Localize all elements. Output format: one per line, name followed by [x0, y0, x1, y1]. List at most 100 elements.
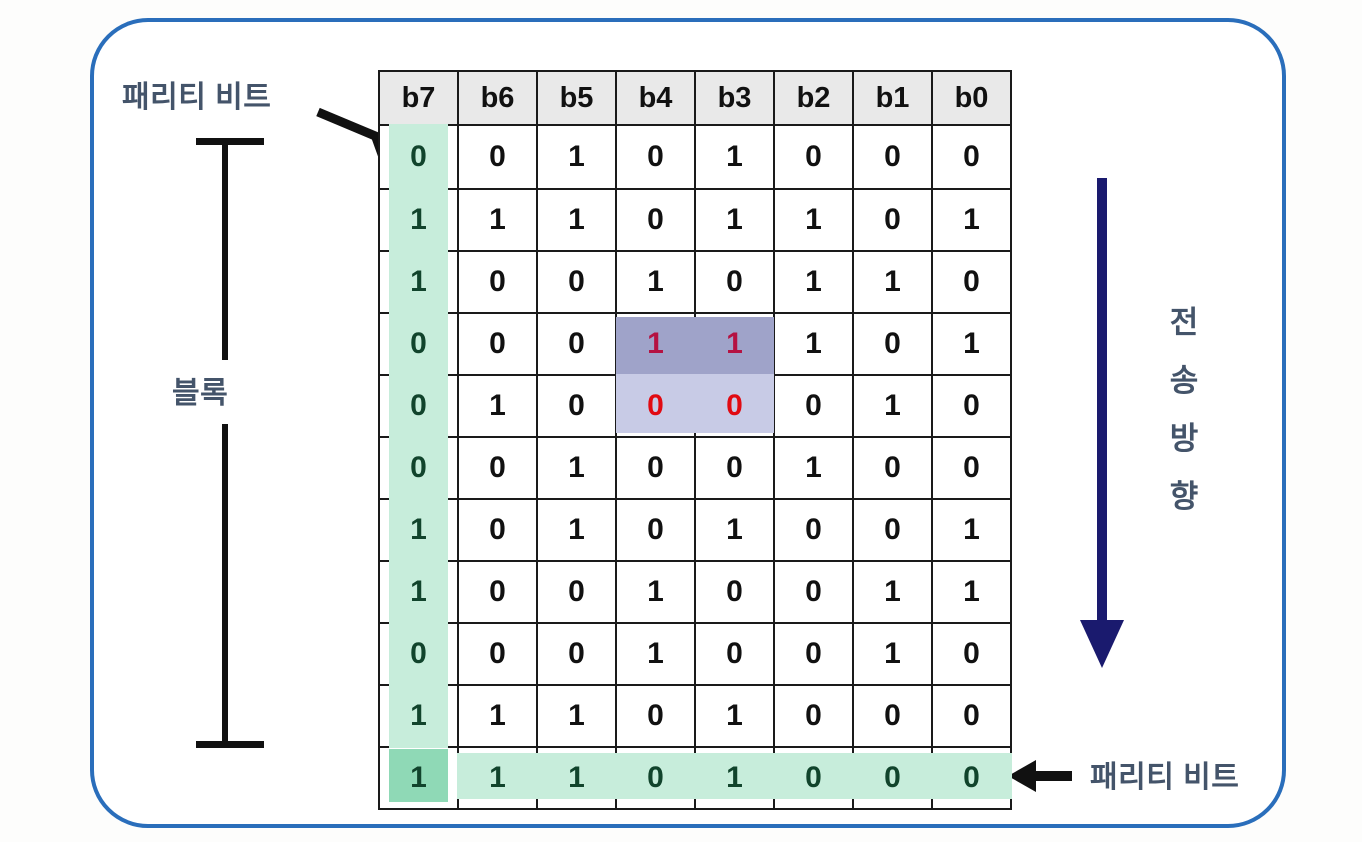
bit-cell-b3-r9: 0: [694, 622, 775, 686]
bit-cell-b2-r9: 0: [773, 622, 854, 686]
transmission-direction-label: 전 송 방 향: [1162, 294, 1206, 526]
bit-cell-b0-r4: 1: [931, 312, 1012, 376]
bit-value: 0: [805, 761, 822, 794]
bit-value: 0: [489, 451, 506, 484]
bit-value: 1: [963, 327, 980, 360]
cell-highlight: [773, 753, 854, 799]
bit-value: 1: [410, 761, 427, 794]
bit-cell-b3-r5: 0: [694, 374, 775, 438]
bit-value: 0: [410, 389, 427, 422]
bit-cell-b1-r8: 1: [852, 560, 933, 624]
bit-value: 1: [884, 265, 901, 298]
bit-cell-b3-r8: 0: [694, 560, 775, 624]
bit-value: 1: [647, 575, 664, 608]
bit-value: 0: [410, 140, 427, 173]
bit-value: 1: [726, 513, 743, 546]
bit-value: 0: [489, 513, 506, 546]
bit-value: 0: [884, 513, 901, 546]
bit-cell-b1-r2: 0: [852, 188, 933, 252]
bit-value: 0: [647, 203, 664, 236]
bit-cell-b2-r5: 0: [773, 374, 854, 438]
bit-cell-b1-r3: 1: [852, 250, 933, 314]
column-header-b7: b7: [378, 70, 459, 126]
bit-cell-b1-r5: 1: [852, 374, 933, 438]
bit-cell-b1-r6: 0: [852, 436, 933, 500]
bit-cell-b2-r3: 1: [773, 250, 854, 314]
bit-cell-b4-r5: 0: [615, 374, 696, 438]
cell-highlight: [389, 124, 448, 190]
bit-cell-b6-r1: 0: [457, 124, 538, 190]
bit-value: 0: [805, 699, 822, 732]
bit-value: 0: [884, 761, 901, 794]
bit-cell-b5-r5: 0: [536, 374, 617, 438]
bit-value: 1: [647, 637, 664, 670]
bit-value: 0: [805, 389, 822, 422]
bit-value: 1: [805, 451, 822, 484]
direction-char-1: 송: [1169, 363, 1199, 398]
bit-cell-b6-r11: 1: [457, 746, 538, 810]
bit-value: 0: [726, 575, 743, 608]
bit-value: 0: [489, 575, 506, 608]
cell-highlight: [389, 684, 448, 748]
bit-cell-b5-r4: 0: [536, 312, 617, 376]
bit-cell-b2-r10: 0: [773, 684, 854, 748]
bit-value: 0: [963, 140, 980, 173]
bit-cell-b4-r7: 0: [615, 498, 696, 562]
bit-cell-b2-r11: 0: [773, 746, 854, 810]
bit-cell-b7-r11: 1: [378, 746, 459, 810]
cell-highlight: [389, 436, 448, 500]
bit-value: 1: [489, 389, 506, 422]
cell-highlight: [931, 753, 1012, 799]
bit-value: 1: [568, 140, 585, 173]
bit-value: 0: [963, 699, 980, 732]
bit-value: 0: [489, 327, 506, 360]
bit-value: 1: [647, 327, 664, 360]
bit-cell-b1-r4: 0: [852, 312, 933, 376]
bit-value: 1: [805, 327, 822, 360]
block-label: 블록: [172, 377, 229, 410]
bit-value: 0: [647, 451, 664, 484]
bit-value: 1: [726, 203, 743, 236]
bit-value: 1: [489, 203, 506, 236]
cell-highlight: [695, 317, 774, 376]
direction-char-0: 전: [1169, 305, 1199, 340]
bit-cell-b1-r1: 0: [852, 124, 933, 190]
bit-cell-b3-r6: 0: [694, 436, 775, 500]
bit-cell-b4-r3: 1: [615, 250, 696, 314]
bit-cell-b6-r6: 0: [457, 436, 538, 500]
bit-cell-b6-r3: 0: [457, 250, 538, 314]
bit-cell-b5-r3: 0: [536, 250, 617, 314]
bit-value: 0: [647, 513, 664, 546]
bit-value: 1: [410, 203, 427, 236]
bit-value: 0: [568, 327, 585, 360]
bit-cell-b7-r6: 0: [378, 436, 459, 500]
bit-cell-b6-r4: 0: [457, 312, 538, 376]
bit-value: 1: [884, 389, 901, 422]
bit-value: 0: [884, 451, 901, 484]
bit-value: 1: [410, 265, 427, 298]
bit-value: 0: [884, 140, 901, 173]
bit-value: 0: [568, 265, 585, 298]
bit-cell-b2-r4: 1: [773, 312, 854, 376]
bit-value: 0: [805, 140, 822, 173]
bit-cell-b7-r7: 1: [378, 498, 459, 562]
bit-value: 0: [410, 327, 427, 360]
bit-value: 1: [963, 203, 980, 236]
bit-cell-b4-r4: 1: [615, 312, 696, 376]
cell-highlight: [389, 374, 448, 438]
bit-cell-b7-r2: 1: [378, 188, 459, 252]
bit-cell-b1-r7: 0: [852, 498, 933, 562]
bit-value: 1: [489, 699, 506, 732]
table-header-row: b7 b6 b5 b4 b3 b2 b1 b0: [378, 70, 1012, 126]
bit-value: 0: [489, 265, 506, 298]
bit-cell-b6-r5: 1: [457, 374, 538, 438]
bit-cell-b0-r10: 0: [931, 684, 1012, 748]
